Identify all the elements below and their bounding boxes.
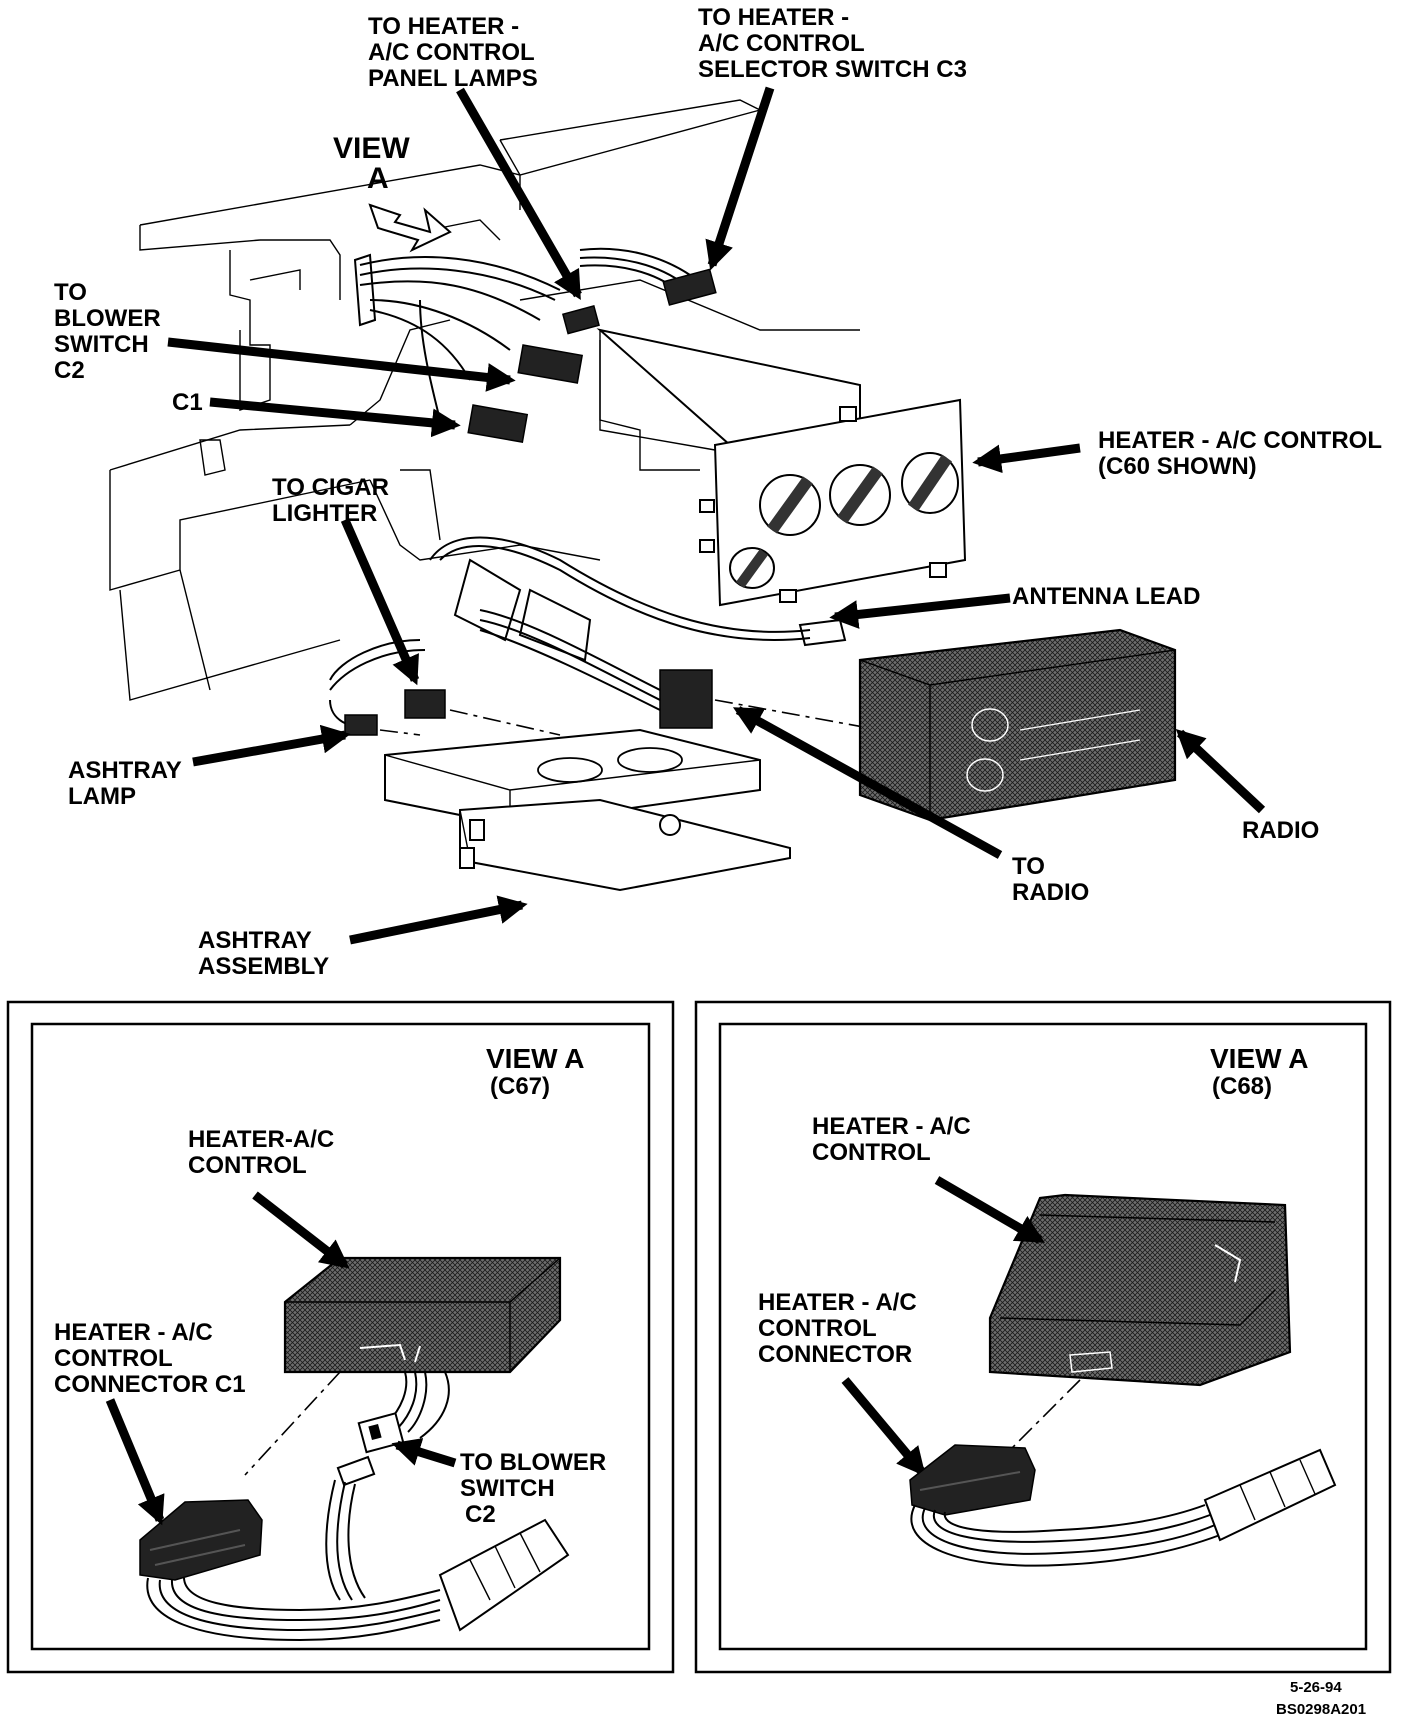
c68-connector-1: HEATER - A/C [758, 1289, 917, 1316]
callout-arrows [167, 86, 1266, 945]
label-blower-4: C2 [54, 357, 85, 384]
label-cigar-1: TO CIGAR [272, 474, 389, 501]
arrow-blower-switch [167, 337, 516, 392]
view-a-c68-panel: VIEW A (C68) HEATER - A/C CONTROL HEATER… [694, 1000, 1392, 1674]
c67-connector-1: HEATER - A/C [54, 1319, 213, 1346]
label-heater-control-2: (C60 SHOWN) [1098, 453, 1257, 480]
label-panel-lamps-2: A/C CONTROL [368, 39, 535, 66]
c67-connector-2: CONTROL [54, 1345, 173, 1372]
arrow-radio [1175, 729, 1266, 814]
c67-control-label-1: HEATER-A/C [188, 1126, 334, 1153]
arrow-heater-control [972, 443, 1081, 474]
arrow-antenna-lead [829, 593, 1011, 629]
c67-blower-2: SWITCH [460, 1475, 555, 1502]
c68-connector-3: CONNECTOR [758, 1341, 912, 1368]
c68-arrow-control [934, 1176, 1045, 1244]
label-selector-switch-3: SELECTOR SWITCH C3 [698, 56, 967, 83]
label-heater-control-1: HEATER - A/C CONTROL [1098, 427, 1382, 454]
arrow-ashtray-assembly [349, 895, 528, 945]
label-to-radio-1: TO [1012, 853, 1045, 880]
c67-arrow-connector [105, 1398, 165, 1526]
c68-connector-2: CONTROL [758, 1315, 877, 1342]
label-radio: RADIO [1242, 817, 1319, 844]
c68-title: VIEW A [1210, 1043, 1309, 1074]
c67-control-label-2: CONTROL [188, 1152, 307, 1179]
c67-subtitle: (C67) [490, 1073, 550, 1100]
label-blower-2: BLOWER [54, 305, 161, 332]
c67-arrow-control [252, 1191, 350, 1269]
footer: 5-26-94 BS0298A201 [1276, 1679, 1366, 1718]
label-view-a-1: VIEW [333, 132, 410, 165]
label-panel-lamps-1: TO HEATER - [368, 13, 519, 40]
c67-blower-1: TO BLOWER [460, 1449, 606, 1476]
c68-subtitle: (C68) [1212, 1073, 1272, 1100]
arrow-c1 [209, 397, 461, 438]
label-antenna-lead: ANTENNA LEAD [1012, 583, 1200, 610]
view-a-direction-arrow [368, 203, 452, 253]
view-a-c67-panel: VIEW A (C67) HEATER-A/C CONTROL TO BLOWE… [6, 1000, 675, 1674]
c68-arrow-connector [841, 1377, 926, 1477]
label-ashtray-assembly-1: ASHTRAY [198, 927, 312, 954]
footer-date: 5-26-94 [1290, 1679, 1342, 1696]
label-c1: C1 [172, 389, 203, 416]
c68-control-2: CONTROL [812, 1139, 931, 1166]
arrow-ashtray-lamp [192, 724, 351, 767]
label-view-a-2: A [367, 162, 389, 195]
c67-control-box [283, 1256, 562, 1374]
label-blower-3: SWITCH [54, 331, 149, 358]
arrow-to-radio [732, 706, 1003, 859]
label-panel-lamps-3: PANEL LAMPS [368, 65, 538, 92]
label-to-radio-2: RADIO [1012, 879, 1089, 906]
label-blower-1: TO [54, 279, 87, 306]
label-ashtray-lamp-2: LAMP [68, 783, 136, 810]
arrow-panel-lamps [456, 87, 582, 300]
footer-code: BS0298A201 [1276, 1701, 1366, 1718]
arrow-cigar-lighter [340, 518, 420, 686]
dashboard-illustration [109, 99, 1177, 892]
label-ashtray-lamp-1: ASHTRAY [68, 757, 182, 784]
c67-connector-3: CONNECTOR C1 [54, 1371, 246, 1398]
c68-control-1: HEATER - A/C [812, 1113, 971, 1140]
label-selector-switch-1: TO HEATER - [698, 4, 849, 31]
arrow-selector-switch [705, 86, 775, 271]
c67-blower-3: C2 [465, 1501, 496, 1528]
c67-title: VIEW A [486, 1043, 585, 1074]
label-cigar-2: LIGHTER [272, 500, 377, 527]
c68-control-box [988, 1193, 1292, 1387]
c67-arrow-blower [391, 1438, 457, 1468]
label-selector-switch-2: A/C CONTROL [698, 30, 865, 57]
label-ashtray-assembly-2: ASSEMBLY [198, 953, 329, 980]
main-labels: TO HEATER - A/C CONTROL PANEL LAMPS TO H… [54, 4, 1382, 980]
